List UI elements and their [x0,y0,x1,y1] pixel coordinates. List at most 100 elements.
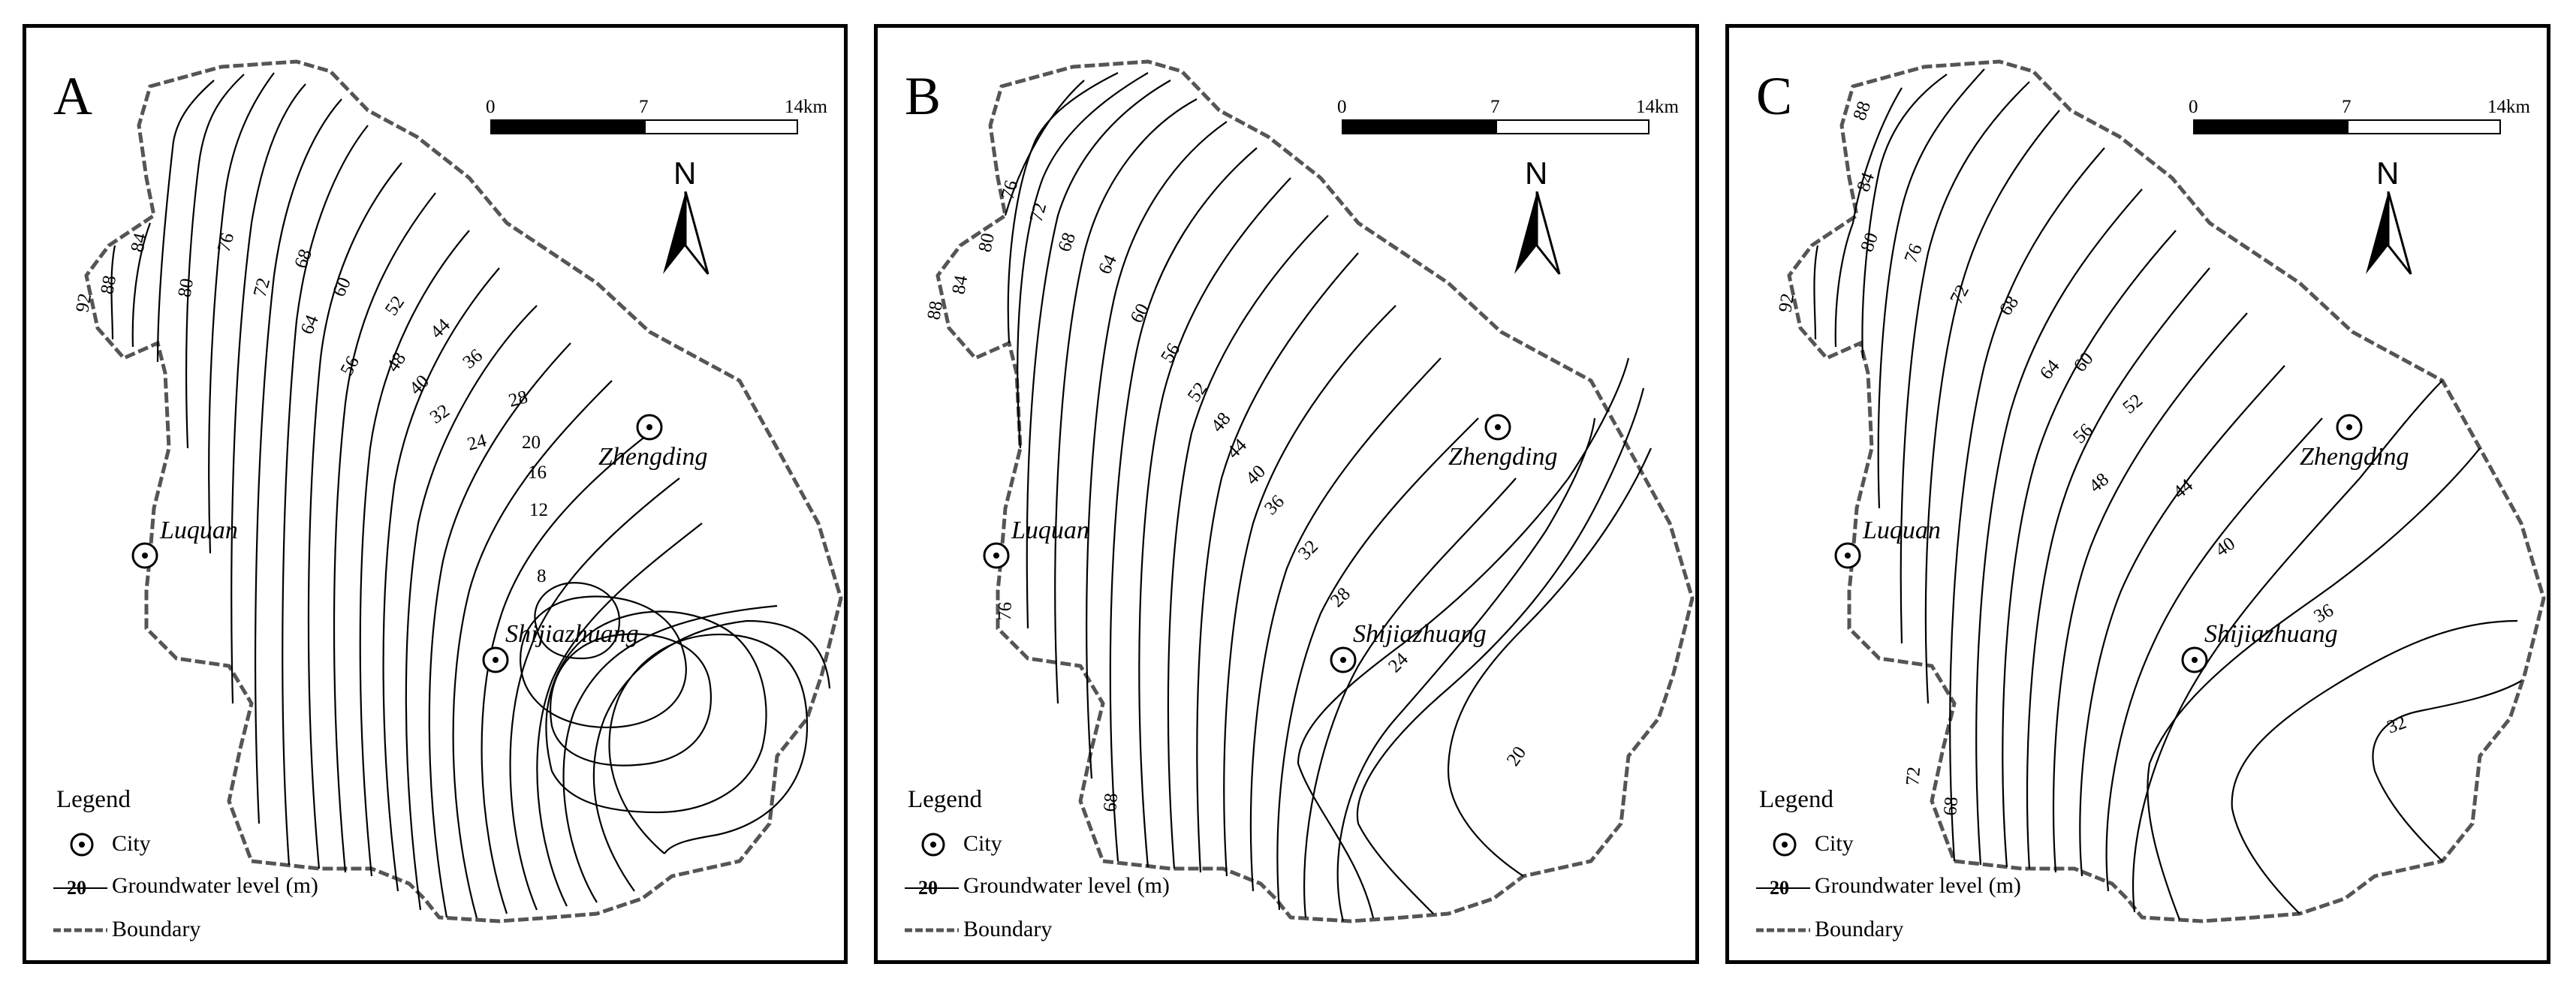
legend-level-label: Groundwater level (m) [963,873,1170,898]
scale-tick-0: 0 [486,97,496,117]
contour-label: 40 [1242,461,1270,489]
scale-bar-white [2347,119,2501,134]
legend-boundary-row: Boundary [1756,915,2207,945]
svg-text:20: 20 [67,877,86,899]
north-label: N [1525,155,1548,191]
legend: Legend City 20 Groundwater level (m) Bou… [53,786,504,959]
north-arrow: N [657,155,717,283]
contour-label: 52 [381,292,408,319]
panel-letter: B [905,66,942,126]
scale-tick-14: 14km [1636,97,1679,117]
map-panel-a: 92 88 84 80 76 72 68 64 60 56 52 48 44 4… [23,24,848,964]
city-zhengding: Zhengding [1448,414,1557,471]
contour-lines [1004,72,1653,922]
contour-label: 88 [923,300,947,321]
contour-lines [110,72,831,919]
contour-label: 56 [336,353,363,379]
contour-label: 76 [1901,241,1927,266]
scale-bar: 0 7 14km [1337,74,1679,157]
contour-label: 80 [1857,230,1882,255]
scale-tick-0: 0 [2189,97,2198,117]
contour-label: 24 [1384,649,1412,676]
city-label: Luquan [1862,517,1941,544]
scale-bar-white [1496,119,1650,134]
contour-symbol-icon: 20 [905,877,959,899]
contour-label: 56 [2069,420,2097,447]
contour-label: 68 [291,246,316,271]
scale-tick-7: 7 [1490,97,1500,117]
scale-tick-14: 14km [785,97,827,117]
scale-bar: 0 7 14km [2189,74,2530,157]
legend-title: Legend [908,786,982,813]
contour-label: 92 [1775,292,1798,314]
contour-label: 8 [537,566,547,586]
north-arrow-icon [2366,191,2412,275]
legend-city-label: City [112,831,151,856]
legend-boundary-label: Boundary [112,917,201,941]
scale-tick-0: 0 [1337,97,1347,117]
contour-label: 88 [97,274,120,296]
contour-lines [1813,68,2522,920]
legend-level-row: 20 Groundwater level (m) [1756,872,2207,902]
city-luquan: Luquan [1834,517,1941,569]
city-luquan: Luquan [131,517,238,569]
scale-bar-black [490,119,644,134]
contour-label: 28 [1327,583,1354,611]
scale-tick-7: 7 [2342,97,2352,117]
contour-label: 68 [1940,796,1962,816]
legend-title: Legend [56,786,131,813]
legend-boundary-row: Boundary [905,915,1355,945]
city-symbol-icon [1773,833,1797,857]
map-panel-b: 88 84 80 76 72 68 64 60 56 52 48 44 40 3… [874,24,1699,964]
boundary-symbol-icon [1756,928,1810,932]
city-zhengding: Zhengding [598,414,707,471]
contour-label: 40 [2212,533,2239,560]
contour-label: 72 [250,276,275,299]
scale-tick-7: 7 [639,97,649,117]
city-symbol-icon [70,833,94,857]
legend-level-row: 20 Groundwater level (m) [53,872,504,902]
legend: Legend City 20 Groundwater level (m) Bou… [1756,786,2207,959]
contour-label: 32 [426,400,453,427]
contour-label: 24 [465,430,490,455]
legend-level-row: 20 Groundwater level (m) [905,872,1355,902]
contour-label: 64 [2036,356,2064,384]
city-luquan: Luquan [983,517,1089,569]
city-label: Shijiazhuang [1353,620,1487,648]
contour-symbol-icon: 20 [1756,877,1810,899]
contour-label: 68 [1100,792,1122,812]
contour-label: 52 [2120,390,2147,418]
contour-label: 32 [2385,712,2409,738]
legend-city-row: City [1756,830,2207,860]
contour-label: 76 [214,230,239,254]
map-panel-c: 92 88 84 80 76 72 68 64 60 56 52 48 44 4… [1725,24,2550,964]
contour-label: 28 [507,387,530,411]
contour-label: 12 [529,500,548,520]
city-shijiazhuang: Shijiazhuang [482,620,639,673]
contour-label: 48 [2086,469,2114,497]
contour-label: 48 [383,348,410,375]
city-label: Zhengding [1448,443,1557,471]
north-label: N [673,155,697,191]
contour-label: 20 [522,432,541,453]
svg-text:20: 20 [1770,877,1789,899]
legend-city-row: City [53,830,504,860]
boundary-line [935,59,1695,923]
city-label: Luquan [1011,517,1089,544]
north-arrow-icon [663,191,710,275]
contour-label: 84 [948,273,972,296]
north-arrow: N [1508,155,1568,283]
legend-level-label: Groundwater level (m) [112,873,318,898]
contour-map-a: 92 88 84 80 76 72 68 64 60 56 52 48 44 4… [72,59,843,923]
city-zhengding: Zhengding [2300,414,2409,471]
legend-boundary-label: Boundary [1815,917,1904,941]
city-label: Zhengding [2300,443,2409,471]
scale-bar-white [644,119,798,134]
legend-level-label: Groundwater level (m) [1815,873,2021,898]
city-label: Luquan [159,517,238,544]
contour-label: 68 [1054,230,1080,255]
boundary-symbol-icon [53,928,107,932]
contour-label: 72 [1026,200,1051,224]
contour-symbol-icon: 20 [53,877,107,899]
svg-text:20: 20 [918,877,938,899]
